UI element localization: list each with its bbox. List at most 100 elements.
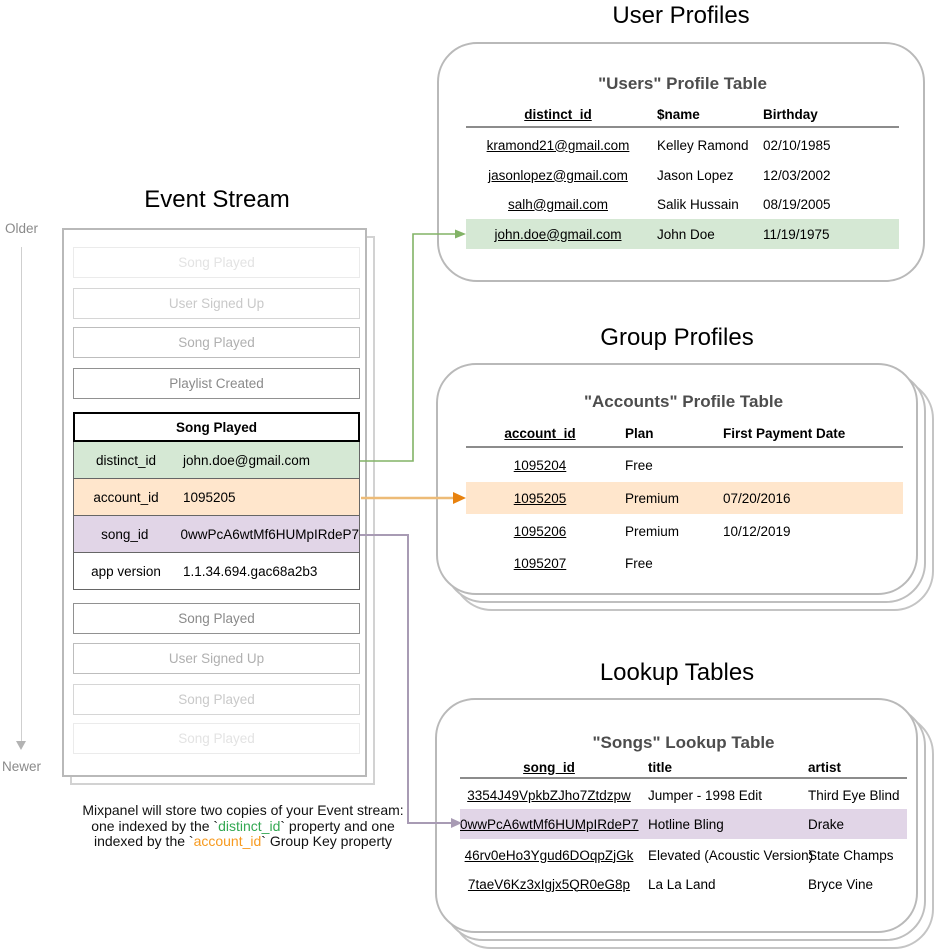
accounts-header-rule <box>466 446 903 448</box>
table-row-highlighted-orange: 1095205 Premium 07/20/2016 <box>466 482 903 514</box>
cell-title: Jumper - 1998 Edit <box>648 787 763 803</box>
cell-distinct-id: john.doe@gmail.com <box>494 226 622 242</box>
property-key: app version <box>91 563 161 579</box>
lookup-tables-title: Lookup Tables <box>599 659 755 686</box>
cell-plan: Premium <box>625 523 680 539</box>
event-stream-title: Event Stream <box>144 186 290 213</box>
column-header-artist: artist <box>808 759 842 775</box>
cell-song-id: 3354J49VpkbZJho7Ztdzpw <box>467 787 631 803</box>
column-header-distinct-id: distinct_id <box>524 106 592 122</box>
users-header-rule <box>466 126 899 128</box>
event-label: Song Played <box>178 335 255 350</box>
event-property-row-app-version: app version 1.1.34.694.gac68a2b3 <box>73 553 360 590</box>
table-row: 1095206 Premium 10/12/2019 <box>466 515 903 547</box>
table-row: salh@gmail.com Salik Hussain 08/19/2005 <box>466 189 899 219</box>
cell-name: John Doe <box>657 226 715 242</box>
table-row: kramond21@gmail.com Kelley Ramond 02/10/… <box>466 130 899 160</box>
cell-birthday: 12/03/2002 <box>763 167 831 183</box>
event-label: User Signed Up <box>168 296 265 311</box>
cell-song-id: 0wwPcA6wtMf6HUMpIRdeP7 <box>460 816 639 832</box>
column-header-name: $name <box>657 106 700 122</box>
caption-text: indexed by the ` <box>93 833 194 849</box>
property-key: song_id <box>101 526 149 542</box>
cell-plan: Free <box>625 555 653 571</box>
property-key: distinct_id <box>95 452 157 468</box>
event-label: Song Played <box>178 255 255 270</box>
event-label: User Signed Up <box>168 651 265 666</box>
users-table-title: "Users" Profile Table <box>598 74 767 93</box>
cell-title: Elevated (Acoustic Version) <box>648 847 814 863</box>
cell-account-id: 1095205 <box>513 490 567 506</box>
cell-account-id: 1095204 <box>513 457 567 473</box>
caption-text: one indexed by the ` <box>91 817 219 834</box>
cell-first-payment-date: 07/20/2016 <box>723 490 791 506</box>
cell-birthday: 02/10/1985 <box>763 137 831 153</box>
cell-birthday: 11/19/1975 <box>763 226 830 242</box>
cell-name: Kelley Ramond <box>657 137 749 153</box>
cell-plan: Premium <box>625 490 680 506</box>
event-label: Song Played <box>178 611 255 626</box>
column-header-first-payment-date: First Payment Date <box>723 425 846 441</box>
cell-first-payment-date: 10/12/2019 <box>723 523 791 539</box>
event-box: User Signed Up <box>73 288 360 319</box>
expanded-event-card: Song Played distinct_id john.doe@gmail.c… <box>73 412 360 590</box>
cell-distinct-id: jasonlopez@gmail.com <box>488 167 628 183</box>
column-header-plan: Plan <box>625 425 654 441</box>
table-row: jasonlopez@gmail.com Jason Lopez 12/03/2… <box>466 160 899 190</box>
timeline-arrowhead-icon <box>16 741 26 750</box>
accounts-table-title: "Accounts" Profile Table <box>583 392 784 411</box>
caption-text: Mixpanel will store two copies of your E… <box>82 802 404 818</box>
caption-line-2: one indexed by the `distinct_id` propert… <box>33 817 453 835</box>
column-header-account-id: account_id <box>504 425 576 441</box>
table-row-highlighted-purple: 0wwPcA6wtMf6HUMpIRdeP7 Hotline Bling Dra… <box>460 809 907 839</box>
cell-artist: Bryce Vine <box>808 876 874 892</box>
caption-line-3: indexed by the `account_id` Group Key pr… <box>33 833 453 850</box>
users-table-header-row: distinct_id $name Birthday <box>466 99 899 129</box>
cell-distinct-id: kramond21@gmail.com <box>486 137 630 153</box>
cell-plan: Free <box>625 457 653 473</box>
timeline-line <box>21 247 22 741</box>
cell-title: La La Land <box>648 876 716 892</box>
event-box: Playlist Created <box>73 368 360 399</box>
caption-text: ` Group Key property <box>261 833 393 849</box>
cell-birthday: 08/19/2005 <box>763 196 831 212</box>
property-value: john.doe@gmail.com <box>183 452 311 468</box>
table-row: 1095207 Free <box>466 547 903 579</box>
table-row: 1095204 Free <box>466 449 903 481</box>
cell-artist: State Champs <box>808 847 894 863</box>
event-box: Song Played <box>73 684 360 715</box>
cell-name: Salik Hussain <box>657 196 739 212</box>
property-value: 1095205 <box>183 489 236 505</box>
table-row-highlighted-green: john.doe@gmail.com John Doe 11/19/1975 <box>466 219 899 249</box>
column-header-birthday: Birthday <box>763 106 818 122</box>
songs-header-rule <box>460 777 907 779</box>
cell-song-id: 7taeV6Kz3xIgjx5QR0eG8p <box>467 876 631 892</box>
event-box: Song Played <box>73 247 360 278</box>
cell-artist: Third Eye Blind <box>808 787 900 803</box>
property-key: account_id <box>93 489 159 505</box>
table-row: 46rv0eHo3Ygud6DOqpZjGk Elevated (Acousti… <box>460 840 907 870</box>
cell-song-id: 46rv0eHo3Ygud6DOqpZjGk <box>464 847 634 863</box>
caption-distinct-id: distinct_id <box>218 817 281 834</box>
group-profiles-title: Group Profiles <box>600 324 754 351</box>
cell-artist: Drake <box>808 816 845 832</box>
column-header-title: title <box>648 759 673 775</box>
caption-account-id: account_id <box>193 833 262 849</box>
event-property-row-distinct-id: distinct_id john.doe@gmail.com <box>73 442 360 479</box>
event-property-row-account-id: account_id 1095205 <box>73 479 360 516</box>
older-label: Older <box>5 221 39 236</box>
caption-text: ` property and one <box>280 817 395 834</box>
expanded-event-header: Song Played <box>73 412 360 442</box>
newer-label: Newer <box>2 759 42 774</box>
user-profiles-title: User Profiles <box>612 2 750 29</box>
column-header-song-id: song_id <box>523 759 575 775</box>
cell-account-id: 1095206 <box>513 523 567 539</box>
event-box: Song Played <box>73 327 360 358</box>
accounts-table-header-row: account_id Plan First Payment Date <box>466 417 903 449</box>
songs-table-header-row: song_id title artist <box>460 752 907 782</box>
caption: Mixpanel will store two copies of your E… <box>33 802 453 850</box>
event-property-row-song-id: song_id 0wwPcA6wtMf6HUMpIRdeP7 <box>73 516 360 553</box>
songs-table-title: "Songs" Lookup Table <box>592 733 775 752</box>
property-value: 1.1.34.694.gac68a2b3 <box>183 563 318 579</box>
